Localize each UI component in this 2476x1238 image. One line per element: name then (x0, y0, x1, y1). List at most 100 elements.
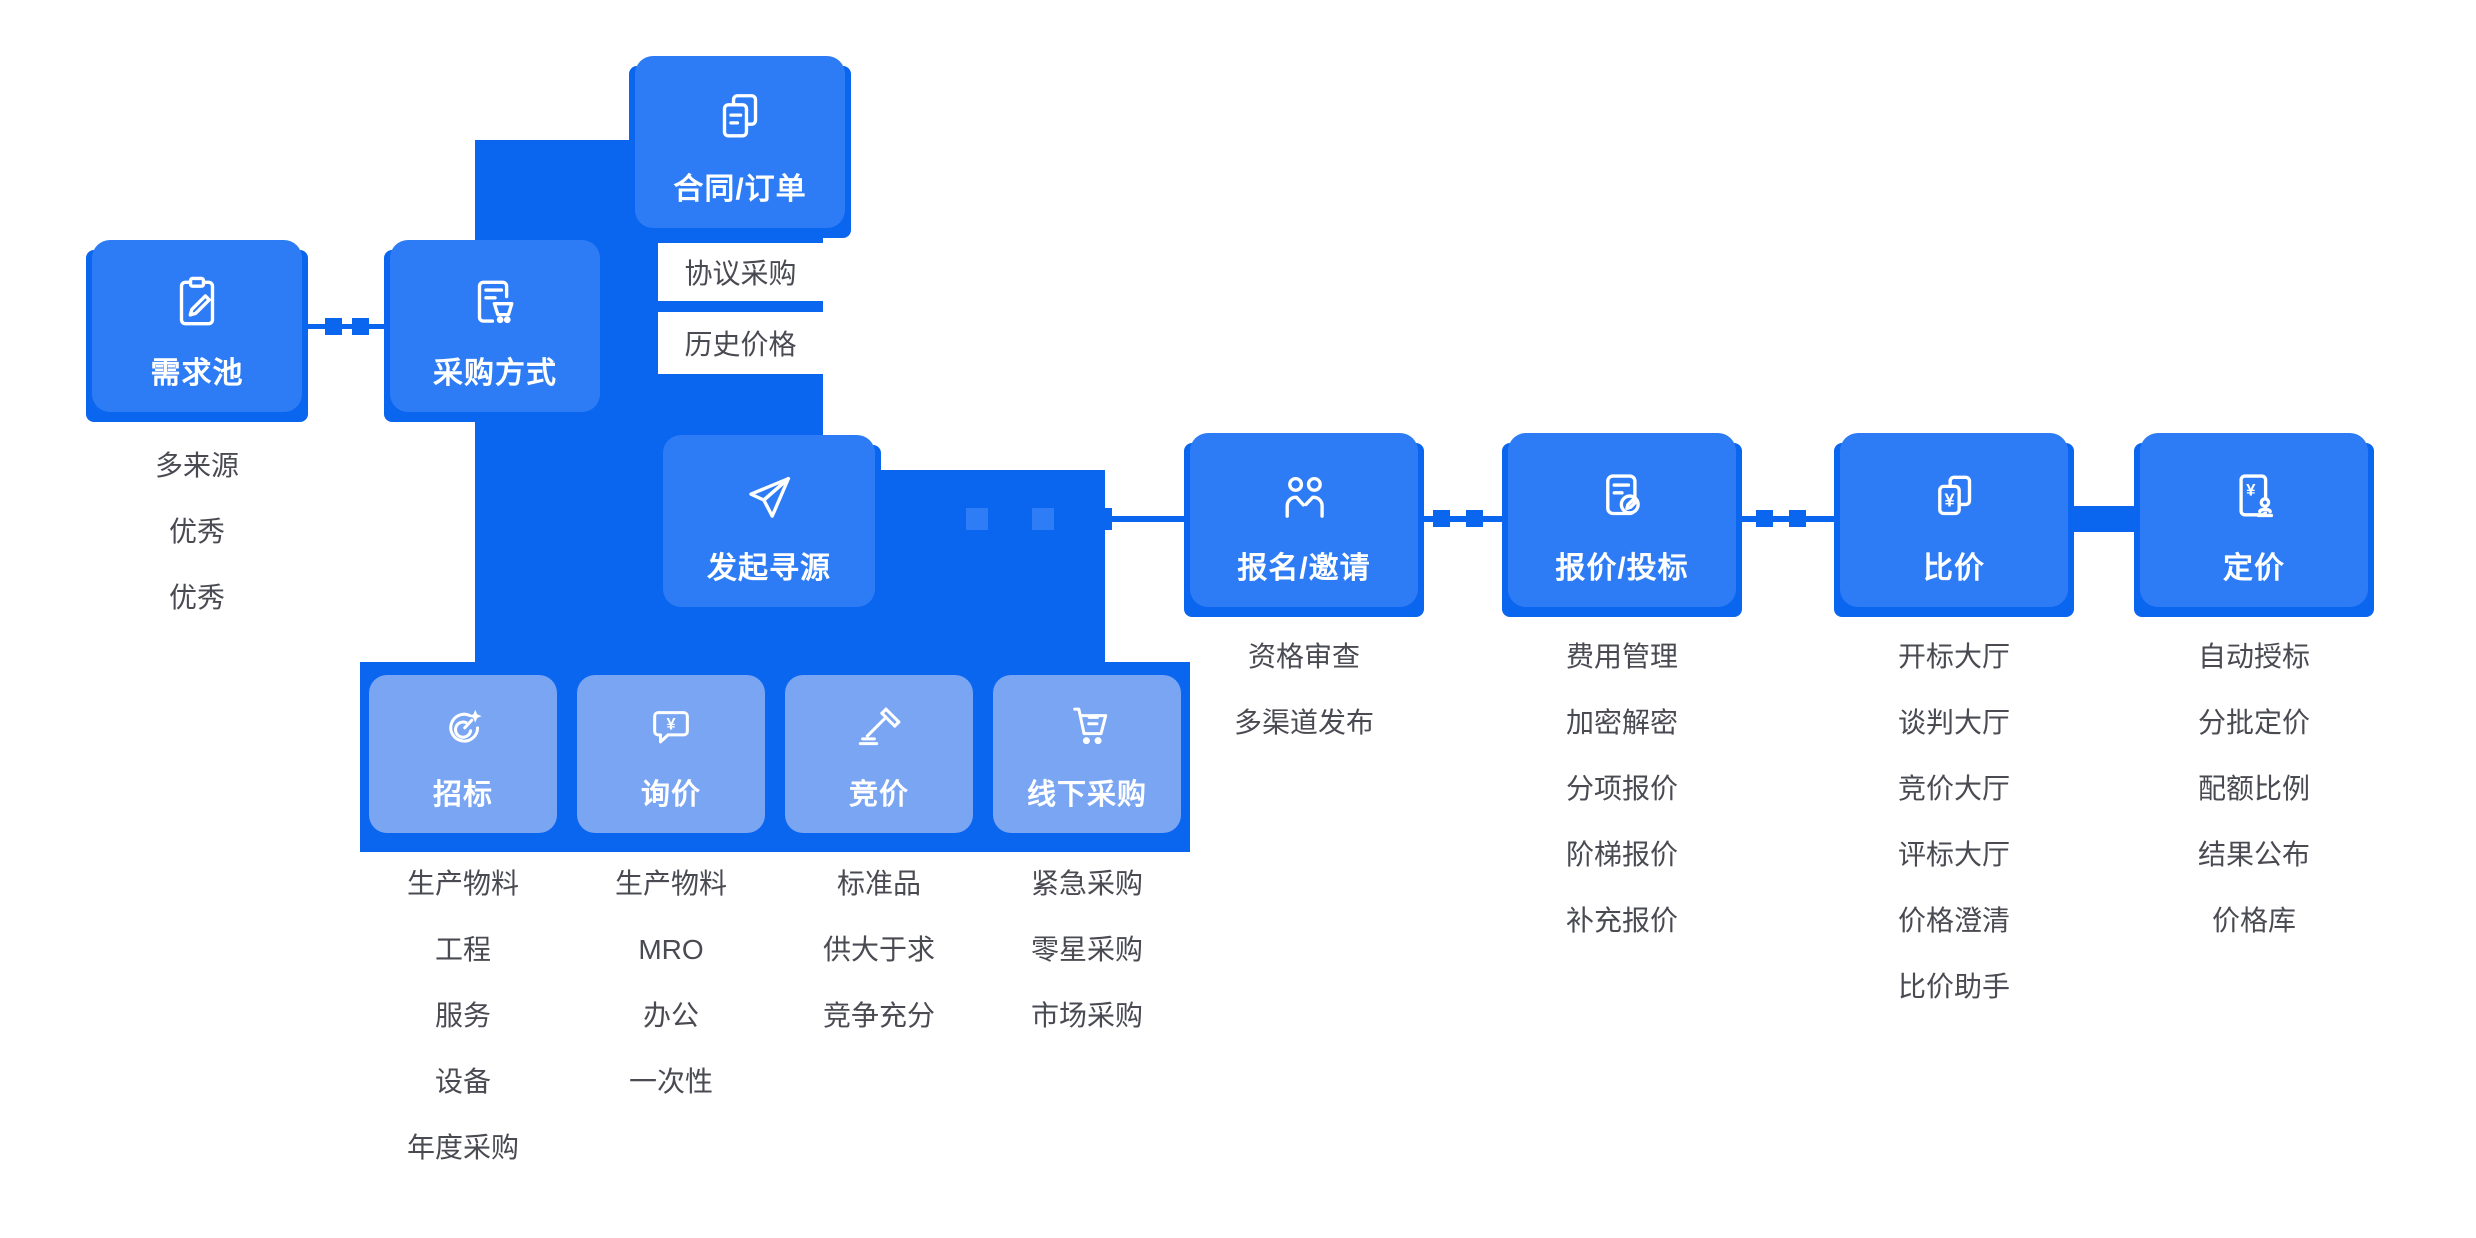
offline-procurement-list: 紧急采购 零星采购 市场采购 (967, 867, 1207, 1065)
node-label: 合同/订单 (673, 173, 807, 206)
list-item: 年度采购 (406, 1132, 519, 1163)
connector-comparison-pricing (2064, 506, 2144, 532)
list-item: 比价助手 (1897, 971, 2010, 1002)
svg-text:¥: ¥ (2246, 480, 2256, 499)
connector-square (1032, 508, 1054, 530)
price-stamp-icon: ¥ (2239, 474, 2274, 518)
gavel-icon (858, 707, 901, 746)
list-item: 优秀 (168, 516, 225, 547)
bidding-list: 生产物料 工程 服务 设备 年度采购 (343, 867, 583, 1197)
svg-text:¥: ¥ (666, 716, 676, 734)
list-item: 谈判大厅 (1897, 707, 2010, 738)
connector-registration-quotation (1418, 516, 1510, 522)
list-item: 一次性 (628, 1066, 713, 1097)
node-offline-procurement: 线下采购 (993, 675, 1181, 833)
list-item: 工程 (434, 934, 491, 965)
list-item: 多来源 (154, 450, 239, 481)
list-item: 价格澄清 (1897, 905, 2010, 936)
node-face: ¥ 询价 (577, 675, 765, 833)
list-item: 资格审查 (1247, 641, 1360, 672)
inquiry-list: 生产物料 MRO 办公 一次性 (551, 867, 791, 1131)
list-item: 零星采购 (1030, 934, 1143, 965)
node-initiate-sourcing: 发起寻源 (657, 435, 881, 617)
node-auction: 竞价 (785, 675, 973, 833)
node-face: 采购方式 (390, 240, 600, 412)
list-item-label: 历史价格 (684, 329, 797, 360)
node-contract-order: 合同/订单 (629, 56, 851, 238)
node-label: 招标 (432, 779, 493, 811)
list-item: 标准品 (836, 868, 921, 899)
chat-yuan-icon: ¥ (653, 711, 689, 744)
document-edit-icon (1606, 474, 1640, 516)
list-item: 分项报价 (1565, 773, 1678, 804)
node-face: ¥ 比价 (1840, 433, 2068, 607)
target-dart-icon (449, 709, 482, 743)
node-label: 竞价 (848, 779, 909, 811)
list-item: 配额比例 (2197, 773, 2310, 804)
connector-square (1756, 510, 1773, 527)
node-face: 招标 (369, 675, 557, 833)
demand-pool-list: 多来源 优秀 优秀 (77, 449, 317, 647)
list-item: 自动授标 (2197, 641, 2310, 672)
node-inquiry: ¥ 询价 (577, 675, 765, 833)
list-item: 紧急采购 (1030, 868, 1143, 899)
list-item: 生产物料 (614, 868, 727, 899)
list-item: 阶梯报价 (1565, 839, 1678, 870)
node-label: 报名/邀请 (1237, 552, 1371, 585)
connector-square (1090, 508, 1112, 530)
node-price-comparison: ¥ 比价 (1834, 433, 2074, 617)
list-item: 补充报价 (1565, 905, 1678, 936)
node-demand-pool: 需求池 (86, 240, 308, 422)
connector-square (352, 318, 369, 335)
node-face: 线下采购 (993, 675, 1181, 833)
list-item: 服务 (434, 1000, 491, 1031)
connector-square (966, 508, 988, 530)
node-registration-invitation: 报名/邀请 (1184, 433, 1424, 617)
pricing-list: 自动授标 分批定价 配额比例 结果公布 价格库 (2134, 640, 2374, 970)
connector-square (1466, 510, 1483, 527)
node-label: 报价/投标 (1555, 552, 1689, 585)
list-item: 开标大厅 (1897, 641, 2010, 672)
clipboard-edit-icon (179, 276, 215, 326)
node-label: 询价 (640, 779, 701, 811)
node-pricing: ¥ 定价 (2134, 433, 2374, 617)
price-comparison-list: 开标大厅 谈判大厅 竞价大厅 评标大厅 价格澄清 比价助手 (1834, 640, 2074, 1036)
contract-list-item: 协议采购 (658, 243, 823, 301)
list-item: 评标大厅 (1897, 839, 2010, 870)
list-item: 供大于求 (822, 934, 935, 965)
list-item: 生产物料 (406, 868, 519, 899)
auction-list: 标准品 供大于求 竞争充分 (759, 867, 999, 1065)
node-face: 需求池 (92, 240, 302, 412)
list-item: 优秀 (168, 582, 225, 613)
list-item: 多渠道发布 (1233, 707, 1374, 738)
node-bidding: 招标 (369, 675, 557, 833)
connector-square (1789, 510, 1806, 527)
list-item: 竞价大厅 (1897, 773, 2010, 804)
document-cart-icon (477, 280, 514, 324)
list-item: 价格库 (2211, 905, 2296, 936)
connector-method-contract (600, 325, 676, 329)
connector-demand-method (302, 324, 390, 329)
node-label: 采购方式 (433, 357, 557, 390)
list-item: 设备 (434, 1066, 491, 1097)
cart-list-icon (1073, 707, 1108, 745)
node-procurement-method: 采购方式 (384, 240, 606, 422)
quotation-bidding-list: 费用管理 加密解密 分项报价 阶梯报价 补充报价 (1502, 640, 1742, 970)
node-label: 需求池 (150, 357, 244, 390)
list-item-label: 协议采购 (684, 258, 797, 289)
list-item: 结果公布 (2197, 839, 2310, 870)
people-invite-icon (1285, 476, 1324, 518)
price-cards-icon: ¥ (1938, 475, 1972, 516)
node-face: 发起寻源 (663, 435, 875, 607)
list-item: 市场采购 (1030, 1000, 1143, 1031)
node-face: 合同/订单 (635, 56, 845, 228)
node-face: 报名/邀请 (1190, 433, 1418, 607)
node-label: 发起寻源 (707, 552, 831, 585)
list-item: 分批定价 (2197, 707, 2310, 738)
list-item: 办公 (642, 1000, 699, 1031)
node-face: 报价/投标 (1508, 433, 1736, 607)
registration-invitation-list: 资格审查 多渠道发布 (1184, 640, 1424, 772)
connector-square (325, 318, 342, 335)
list-item: MRO (638, 934, 704, 965)
